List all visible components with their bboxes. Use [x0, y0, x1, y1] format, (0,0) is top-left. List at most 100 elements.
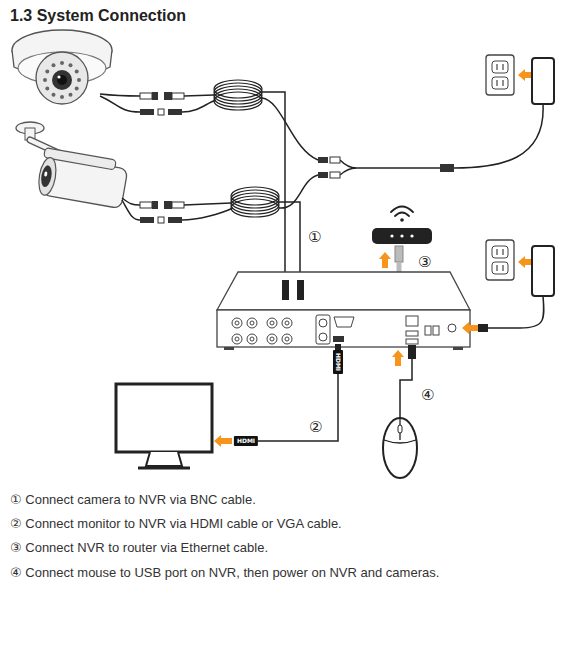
bnc-port	[250, 337, 254, 341]
instruction-text: ④ Connect mouse to USB port on NVR, then…	[10, 565, 439, 581]
power-connector	[140, 217, 182, 223]
dip-switch	[433, 326, 439, 335]
mouse	[383, 418, 417, 478]
dome-camera	[12, 30, 112, 104]
wall-outlet	[492, 77, 508, 89]
cable-coil	[214, 92, 262, 110]
camera-cable	[182, 208, 233, 220]
monitor	[116, 384, 212, 452]
camera-cable	[100, 96, 140, 112]
camera-cable	[100, 94, 140, 96]
wall-outlet	[486, 55, 514, 95]
power-cable	[262, 98, 543, 208]
ir-leds	[75, 87, 79, 91]
power-splitter	[318, 157, 454, 178]
lan-port	[406, 316, 418, 326]
ir-leds	[52, 63, 56, 67]
bnc-plug	[282, 280, 304, 300]
wifi-symbol	[400, 218, 404, 222]
router	[372, 228, 432, 244]
dip-switch	[425, 326, 439, 335]
instruction-text: ① Connect camera to NVR via BNC cable.	[10, 492, 256, 508]
bullet-camera	[16, 122, 129, 209]
instruction-text: ② Connect monitor to NVR via HDMI cable …	[10, 516, 342, 532]
bullet-camera	[44, 171, 48, 176]
power-cable	[340, 160, 356, 168]
mouse	[384, 440, 416, 443]
ir-leds	[69, 93, 73, 97]
power-cable	[356, 167, 440, 169]
power-connector	[168, 109, 182, 115]
bullet-camera	[40, 165, 54, 188]
bnc-connector	[140, 92, 184, 100]
mouse	[383, 418, 417, 478]
bnc-port	[285, 321, 289, 325]
router	[390, 234, 393, 237]
power-cable	[262, 98, 318, 160]
ir-leds	[45, 87, 49, 91]
power-cable	[488, 296, 544, 328]
wifi-symbol	[391, 207, 413, 217]
nvr-recorder	[453, 347, 463, 350]
bnc-port	[270, 321, 274, 325]
ir-leds	[69, 63, 73, 67]
camera-cable	[122, 200, 140, 220]
power-connector	[140, 217, 154, 223]
bnc-port	[250, 321, 254, 325]
audio-port	[316, 315, 330, 344]
power-splitter	[440, 164, 454, 172]
power-cable	[279, 175, 318, 208]
usb-port	[406, 331, 418, 344]
bnc-port	[232, 318, 242, 328]
camera-cable	[184, 203, 231, 205]
power-cable	[340, 168, 356, 175]
callout-number: ②	[309, 419, 322, 435]
nvr-recorder	[217, 272, 470, 310]
wall-outlet	[492, 61, 508, 73]
bnc-port	[232, 334, 242, 344]
bnc-port	[285, 337, 289, 341]
bnc-connector	[172, 202, 184, 208]
bnc-connector	[164, 92, 172, 100]
power-connector	[140, 109, 154, 115]
monitor	[138, 467, 190, 470]
hdmi-port	[333, 336, 344, 342]
lens-highlight	[57, 75, 60, 78]
cable-coil	[231, 199, 279, 217]
bullet-camera	[36, 147, 129, 208]
bnc-port	[235, 337, 239, 341]
usb-port	[406, 331, 418, 336]
bnc-connector	[140, 201, 184, 209]
nvr-recorder	[217, 272, 470, 350]
camera-lens	[57, 75, 67, 85]
usb-cable	[400, 359, 412, 418]
bnc-port	[267, 334, 277, 344]
instruction-text: ③ Connect NVR to router via Ethernet cab…	[10, 540, 268, 556]
wall-outlet	[486, 240, 514, 280]
wall-outlet	[486, 240, 514, 280]
bnc-plug	[282, 280, 289, 300]
usb-plug	[408, 345, 416, 359]
mouse	[398, 425, 402, 433]
hdmi-cable	[258, 374, 338, 441]
power-splitter	[330, 172, 340, 178]
router	[400, 234, 403, 237]
orange-arrow	[214, 435, 232, 447]
bnc-connector	[164, 201, 172, 209]
bnc-port	[267, 318, 277, 328]
audio-port	[316, 315, 330, 344]
ir-leds	[60, 95, 64, 99]
plug-text: HDMI	[234, 436, 258, 446]
power-connector	[168, 217, 182, 223]
bnc-connector	[152, 201, 158, 209]
bnc-connector	[140, 202, 152, 208]
dome-ball	[36, 52, 88, 104]
cable-coil	[231, 187, 279, 217]
bnc-cable	[262, 92, 300, 283]
bnc-cable	[279, 202, 300, 283]
power-plug	[478, 324, 488, 332]
callout-number: ①	[308, 229, 321, 245]
wifi-symbol	[395, 213, 409, 217]
